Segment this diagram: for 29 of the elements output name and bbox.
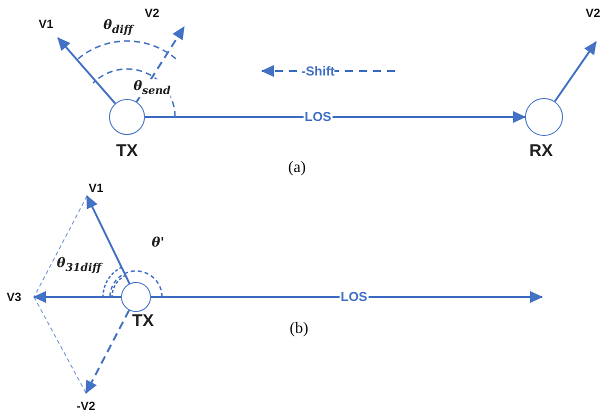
edge-label: LOS (304, 110, 332, 124)
arrow (151, 291, 543, 303)
angle-label: θ$_{31diff}$ (56, 256, 102, 274)
node-label: RX (529, 141, 553, 161)
arrow (86, 195, 130, 284)
edge-label: LOS (340, 290, 368, 304)
node-circle (121, 282, 151, 312)
panel-label: (a) (288, 159, 306, 177)
arrow (554, 41, 597, 102)
node-label: TX (116, 141, 138, 161)
vector-label: V2 (140, 6, 164, 20)
vector-label: V2 (582, 6, 604, 20)
arrow (145, 111, 526, 123)
panel-label: (b) (290, 320, 308, 338)
vector-label: V1 (84, 181, 108, 195)
arrow (57, 37, 116, 104)
angle-label: θ$_{diff}$ (103, 18, 133, 36)
arrow (33, 291, 121, 303)
shift-label: -Shift (301, 64, 335, 78)
vector-label: -V2 (72, 399, 100, 413)
dashed-line (34, 196, 88, 298)
node-circle (109, 99, 145, 135)
angle-label: θ$_{send}$ (133, 79, 171, 97)
vector-label: V3 (2, 290, 26, 304)
dashed-line (34, 296, 86, 394)
arrow (85, 310, 130, 394)
node-circle (525, 98, 563, 136)
node-label: TX (132, 311, 154, 331)
vector-label: V1 (34, 17, 58, 31)
